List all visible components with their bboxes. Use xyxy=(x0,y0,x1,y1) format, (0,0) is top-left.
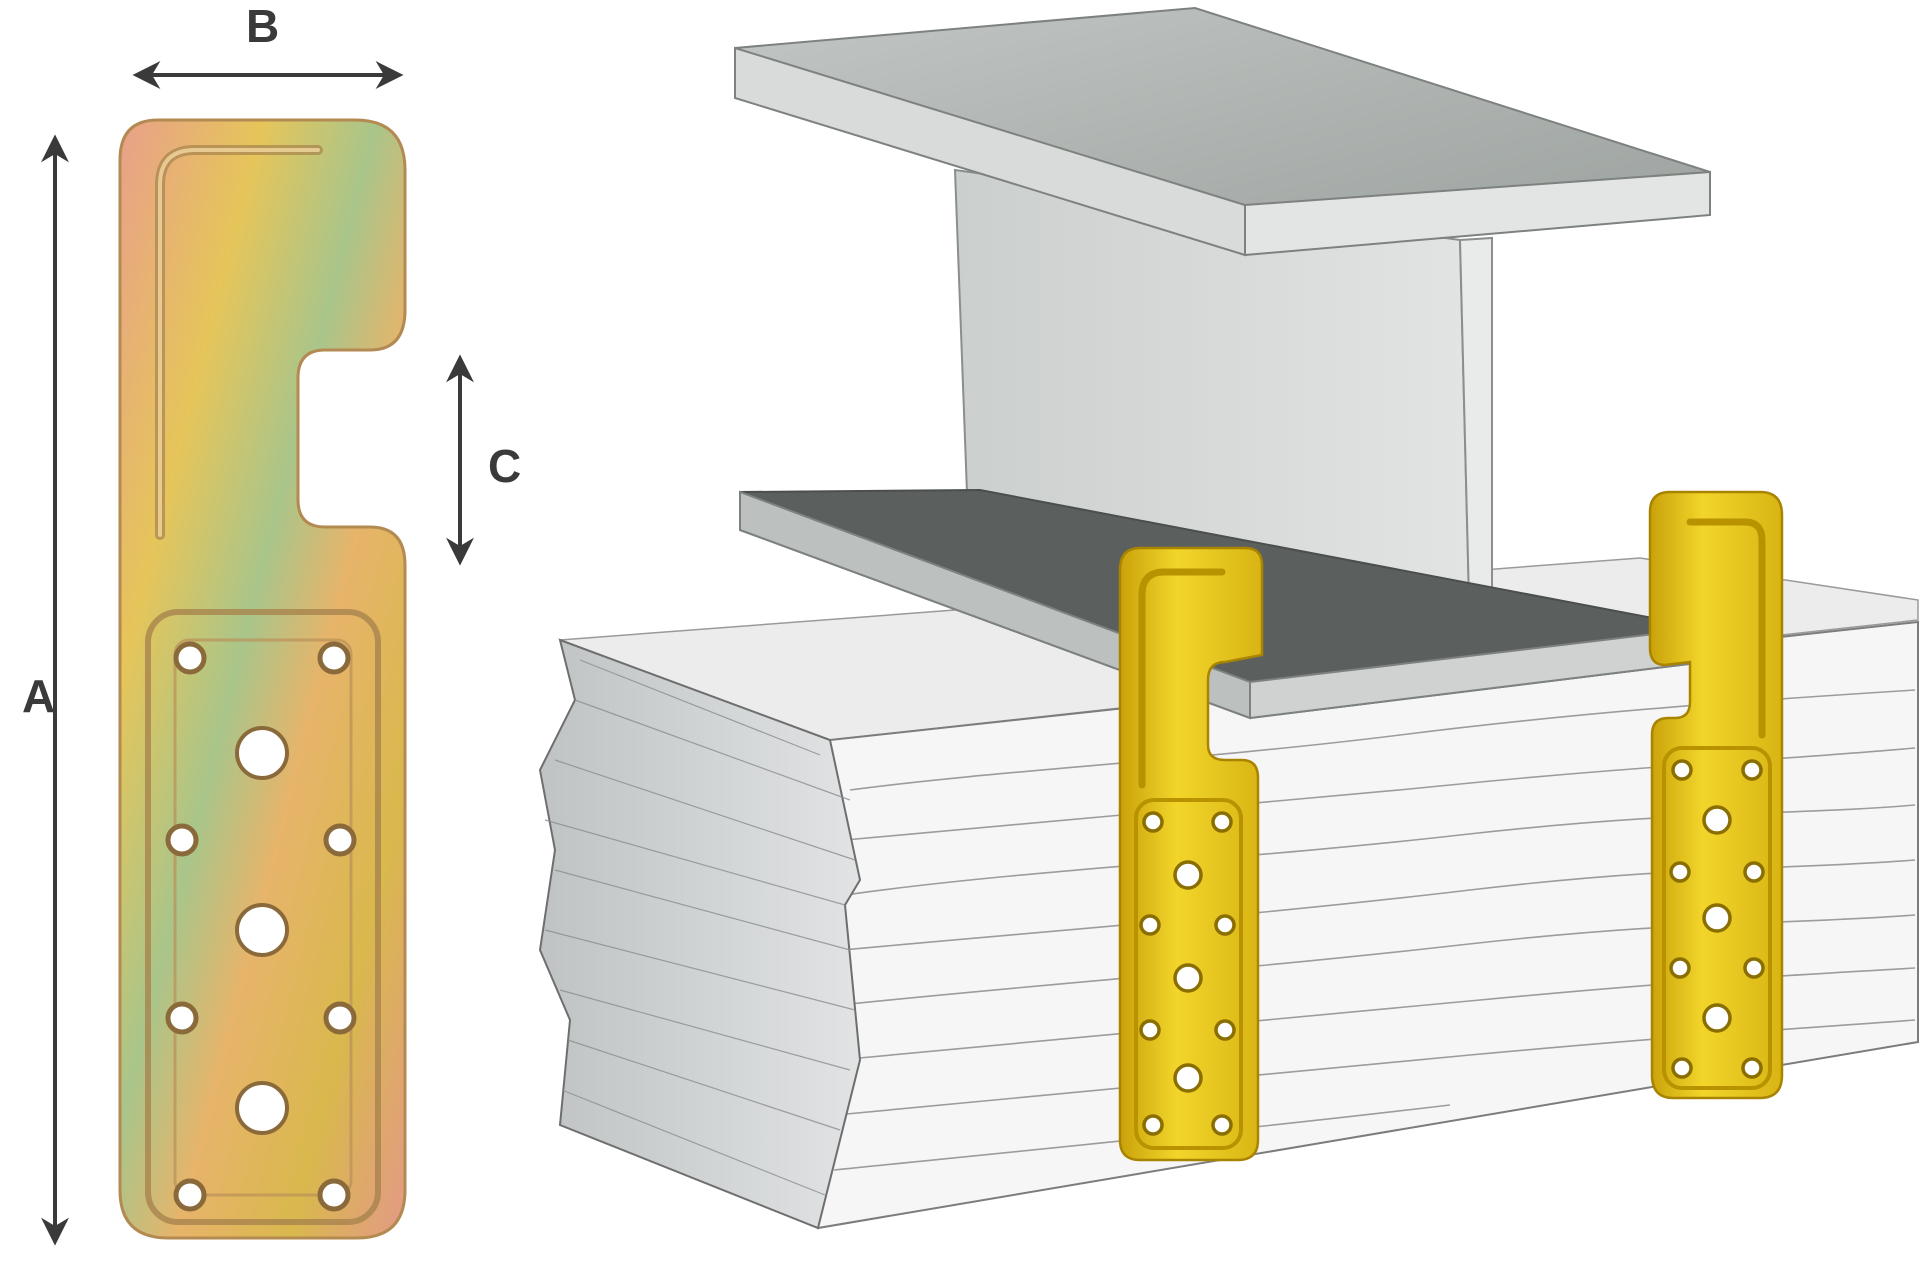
bracket-plate-installed-left xyxy=(1118,546,1264,1162)
steel-i-beam-icon xyxy=(734,6,1711,720)
dimension-a-label: A xyxy=(22,670,55,722)
bracket-plate-icon xyxy=(118,118,407,1240)
dimension-c-label: C xyxy=(488,440,521,492)
dimension-b-label: B xyxy=(246,0,279,52)
bracket-plate-installed-right xyxy=(1648,490,1784,1100)
